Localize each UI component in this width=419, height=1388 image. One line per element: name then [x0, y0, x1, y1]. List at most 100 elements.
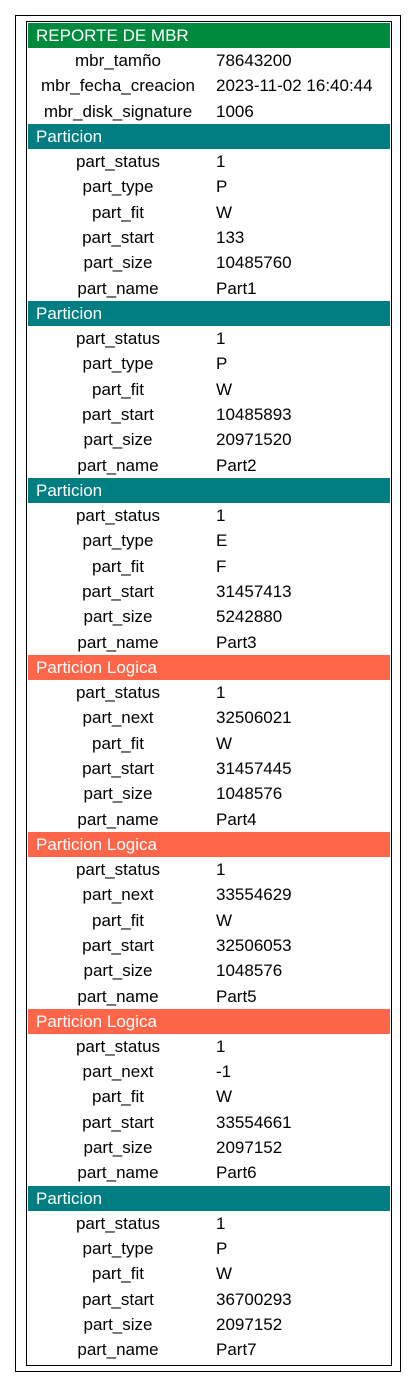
field-value: -1	[216, 1062, 232, 1082]
field-name: mbr_tamño	[75, 51, 161, 70]
field-row: part_type P	[28, 1236, 390, 1261]
field-value: 1	[216, 151, 226, 171]
field-row: mbr_disk_signature 1006	[28, 99, 390, 124]
field-value: P	[216, 354, 228, 374]
field-value: 1	[216, 1036, 226, 1056]
field-value: 1006	[216, 101, 254, 121]
field-value: Part2	[216, 455, 257, 475]
field-name: part_size	[83, 253, 153, 273]
field-value: 1048576	[216, 961, 283, 981]
field-name: part_name	[77, 809, 159, 829]
field-name: part_fit	[92, 556, 144, 576]
field-name: part_start	[82, 935, 154, 955]
field-name: part_fit	[92, 1264, 144, 1284]
field-value: 31457445	[216, 758, 292, 778]
field-name: part_type	[82, 1239, 154, 1259]
field-name: part_start	[82, 227, 154, 247]
field-value: 133	[216, 227, 245, 247]
field-name: part_start	[82, 1112, 154, 1132]
field-name: part_fit	[92, 379, 144, 399]
field-value: 78643200	[216, 51, 292, 70]
field-value: Part7	[216, 1340, 257, 1360]
field-name: mbr_fecha_creacion	[40, 76, 196, 96]
field-value: 2097152	[216, 1315, 283, 1335]
section-header: Particion	[28, 300, 390, 326]
outer-border	[15, 15, 401, 1372]
field-name: part_name	[77, 986, 159, 1006]
field-name: part_size	[83, 1138, 153, 1158]
field-row: part_start 36700293	[28, 1287, 390, 1312]
field-value: F	[216, 556, 227, 576]
field-name: part_status	[75, 328, 161, 348]
field-value: W	[216, 910, 233, 930]
field-row: part_type P	[28, 351, 390, 376]
section-header: Particion Logica	[28, 831, 390, 857]
field-name: part_status	[75, 151, 161, 171]
field-name: part_type	[82, 531, 154, 551]
field-row: part_fit W	[28, 1261, 390, 1286]
field-name: mbr_disk_signature	[43, 101, 193, 121]
mbr-fields: mbr_tamño 78643200 mbr_fecha_creacion 2023-…	[28, 48, 390, 124]
field-value: Part5	[216, 986, 257, 1006]
field-name: part_name	[77, 278, 159, 298]
field-value: 36700293	[216, 1289, 292, 1309]
field-value: 20971520	[216, 430, 292, 450]
field-value: 1	[216, 328, 226, 348]
section-header: Particion	[28, 1185, 390, 1211]
section-header: Particion Logica	[28, 654, 390, 680]
field-name: part_fit	[92, 733, 144, 753]
field-value: 2023-11-02 16:40:44	[216, 76, 373, 96]
field-row: part_name Part1	[28, 276, 390, 301]
field-row: part_next-1	[28, 1059, 390, 1084]
field-value: 33554629	[216, 885, 292, 905]
field-value: 32506021	[216, 708, 292, 728]
field-name: part_name	[77, 1340, 159, 1360]
table-border	[26, 21, 392, 1366]
field-row: part_start 33554661	[28, 1110, 390, 1135]
field-row: part_fit F	[28, 554, 390, 579]
field-value: 10485760	[216, 253, 292, 273]
field-value: Part1	[216, 278, 257, 298]
field-value: 33554661	[216, 1112, 292, 1132]
field-row: part_status 1	[28, 1034, 390, 1059]
field-value: 10485893	[216, 404, 292, 424]
field-value: P	[216, 177, 228, 197]
field-name: part_type	[82, 354, 154, 374]
field-value: P	[216, 1239, 228, 1259]
field-name: part_status	[75, 1036, 161, 1056]
field-name: part_start	[82, 758, 154, 778]
field-value: 5242880	[216, 607, 283, 627]
field-value: W	[216, 379, 233, 399]
field-value: 1	[216, 859, 226, 879]
field-name: part_start	[82, 1289, 154, 1309]
field-row: part_name Part7	[28, 1337, 390, 1362]
field-name: part_fit	[92, 1087, 144, 1107]
field-row: part_name Part5	[28, 984, 390, 1009]
field-name: part_size	[83, 430, 153, 450]
field-value: 32506053	[216, 935, 292, 955]
field-value: W	[216, 1264, 233, 1284]
section-header: Particion	[28, 123, 390, 149]
field-row: part_fit W	[28, 377, 390, 402]
section-header: Particion Logica	[28, 1008, 390, 1034]
